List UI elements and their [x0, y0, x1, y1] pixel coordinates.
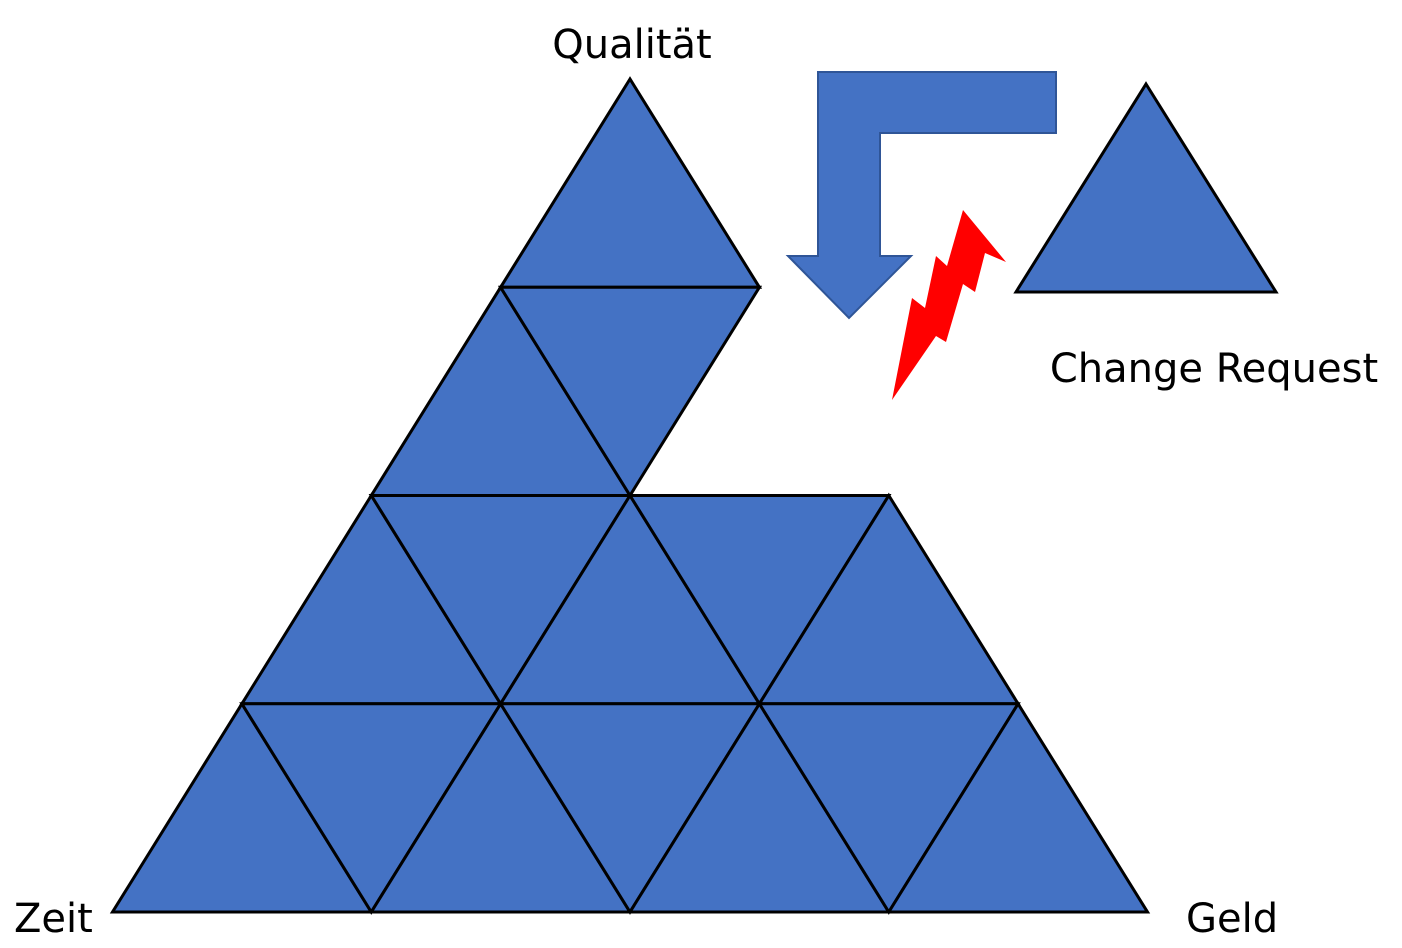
pyramid-tiles [109, 76, 1151, 915]
bent-arrow-down-icon [785, 71, 1057, 320]
label-money: Geld [1186, 896, 1278, 942]
pyramid-tile-up-14 [886, 700, 1151, 914]
change-request-triangle-icon [1013, 81, 1279, 294]
label-quality: Qualität [552, 22, 711, 68]
label-time: Zeit [14, 896, 93, 942]
lightning-bolt-icon [892, 210, 1006, 400]
label-change-request: Change Request [1050, 346, 1378, 392]
pyramid-tile-down-2 [497, 285, 763, 499]
pyramid-tile-up-0 [497, 76, 763, 289]
